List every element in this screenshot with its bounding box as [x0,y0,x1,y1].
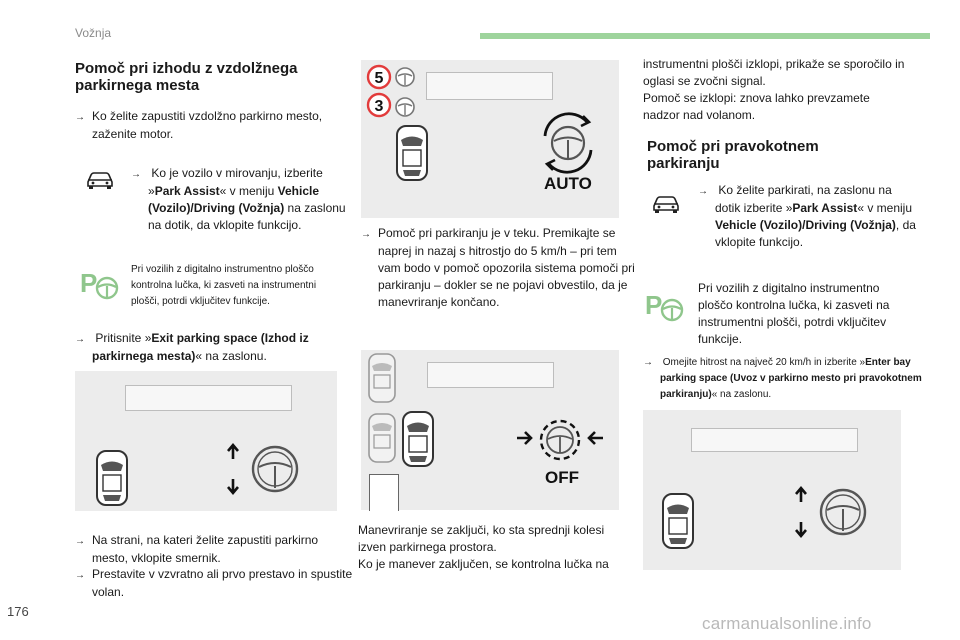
watermark: carmanualsonline.info [702,614,872,633]
right-continuation: instrumentni plošči izklopi, prikaže se … [643,57,905,122]
svg-text:P: P [645,290,662,320]
small-wheel-icon [394,66,416,88]
car-top-icon [95,449,129,507]
svg-text:5: 5 [375,70,384,87]
right-heading: Pomoč pri pravokotnem parkiranju [647,138,819,172]
screen-placeholder [427,362,554,388]
left-step-4: Na strani, na kateri želite zapustiti pa… [75,532,354,567]
auto-label: AUTO [544,174,592,193]
car-top-icon [661,492,695,550]
page-number: 176 [7,604,29,619]
section-title: Vožnja [75,26,112,40]
parking-assist-icon: P [645,290,685,322]
steering-wheel-turn-icon [225,439,305,499]
left-step-2: Ko je vozilo v mirovanju, izberite »Park… [131,165,353,234]
parking-complete-illustration: OFF [361,350,619,511]
bay-parking-illustration [643,410,901,570]
svg-text:3: 3 [375,98,384,115]
steering-wheel-off-icon [515,418,605,468]
left-step-3: Pritisnite »Exit parking space (Izhod iz… [75,330,354,365]
left-note: Pri vozilih z digitalno instrumentno plo… [131,264,317,307]
car-side-icon [651,192,681,214]
badge-5: 5 [366,64,392,90]
parked-car-icon [367,352,397,404]
parking-slot-marker [369,474,399,511]
left-heading: Pomoč pri izhodu z vzdolžnega parkirnega… [75,60,298,94]
off-label: OFF [545,468,579,487]
exit-parking-illustration [75,371,337,511]
left-step-1: Ko želite zapustiti vzdolžno parkirno me… [75,108,354,143]
parking-progress-illustration: 5 3 AUTO [361,60,619,218]
left-step-5: Prestavite v vzvratno ali prvo prestavo … [75,566,354,601]
steering-wheel-auto-icon [535,110,601,176]
car-top-icon [401,410,435,468]
parking-assist-icon: P [80,268,120,300]
screen-placeholder [125,385,292,411]
badge-3: 3 [366,92,392,118]
right-step-1: Ko želite parkirati, na zaslonu na dotik… [698,182,920,251]
middle-text-2: Manevriranje se zaključi, ko sta sprednj… [358,523,609,571]
svg-text:P: P [80,268,97,298]
middle-text-1: Pomoč pri parkiranju je v teku. Premikaj… [361,225,640,311]
parked-car-icon [367,412,397,464]
screen-placeholder [691,428,858,452]
car-side-icon [85,168,115,190]
car-top-icon [395,124,429,182]
right-note: Pri vozilih z digitalno instrumentno plo… [698,281,890,346]
small-wheel-icon [394,96,416,118]
header-accent-bar [480,33,930,39]
right-step-2: Omejite hitrost na največ 20 km/h in izb… [643,355,928,403]
steering-wheel-turn-icon [793,482,873,542]
screen-placeholder [426,72,553,100]
